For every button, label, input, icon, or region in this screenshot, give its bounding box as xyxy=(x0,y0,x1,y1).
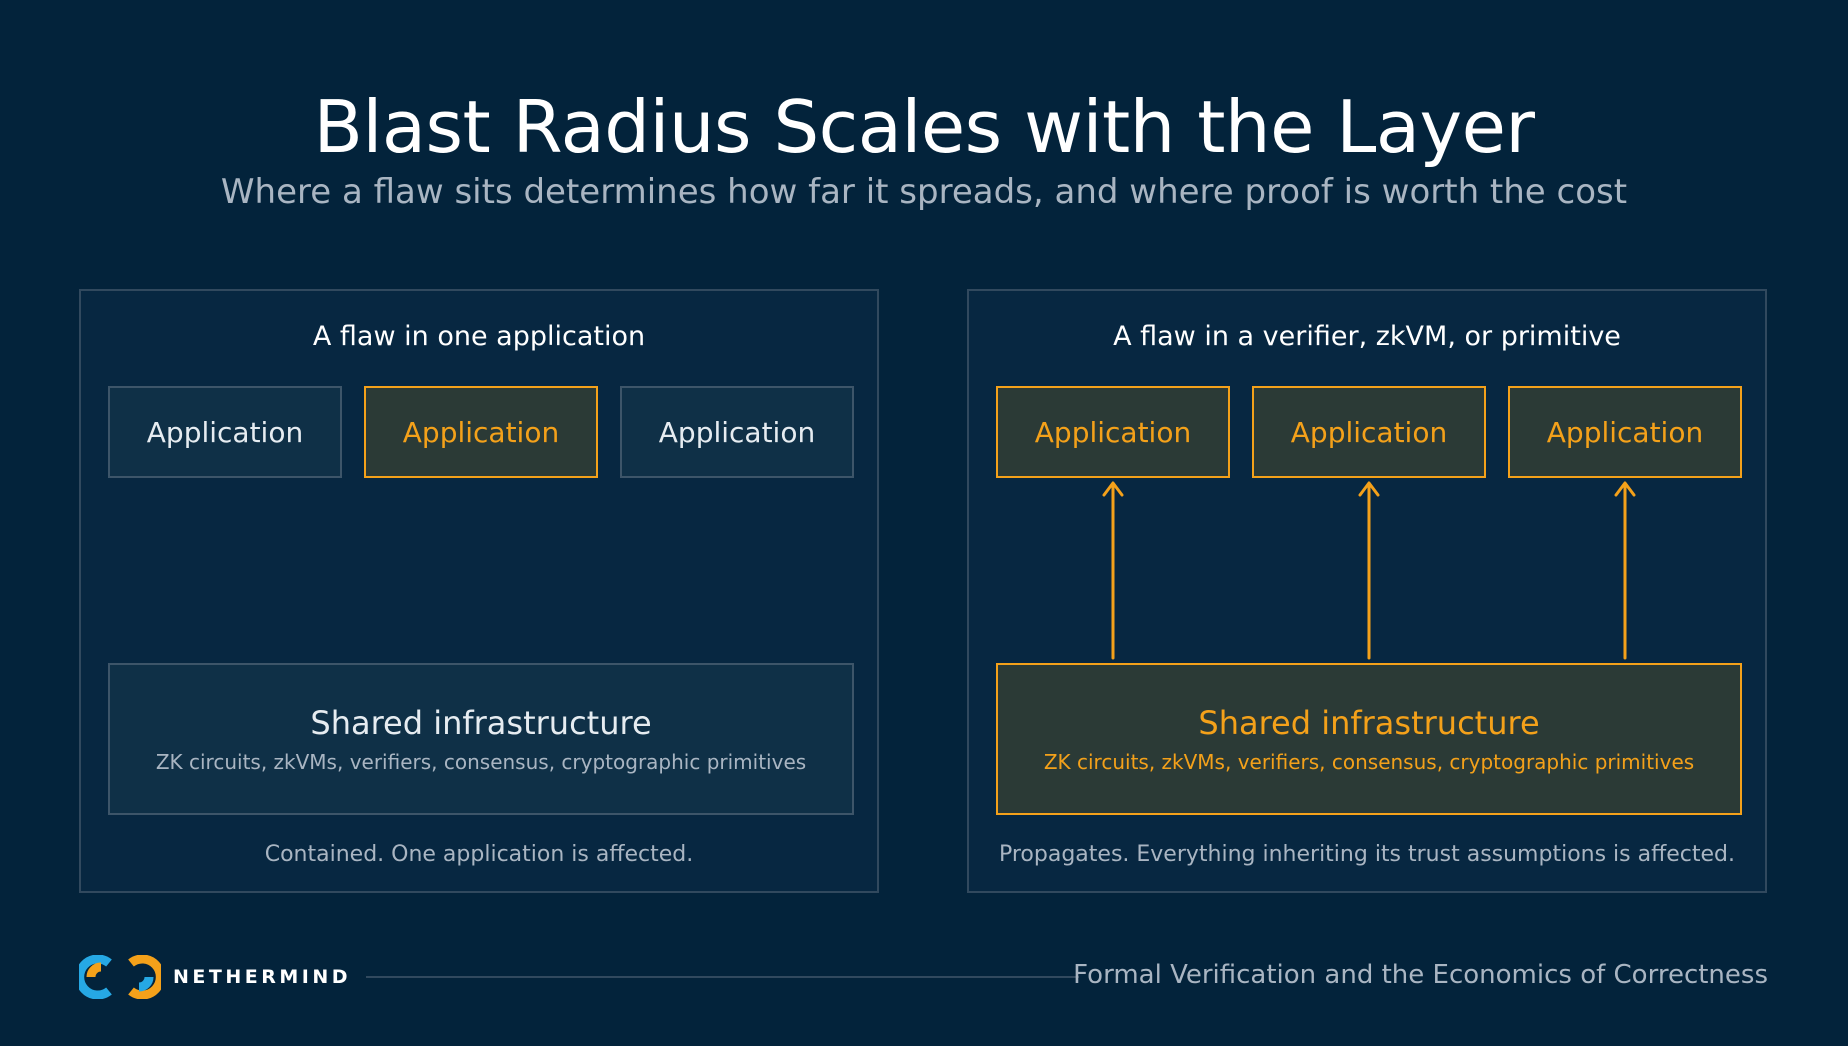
application-box: Application xyxy=(108,386,342,478)
panel-contained: A flaw in one application Application Ap… xyxy=(79,289,879,893)
application-box-affected: Application xyxy=(364,386,598,478)
panel-title: A flaw in a verifier, zkVM, or primitive xyxy=(1113,321,1621,352)
page-title: Blast Radius Scales with the Layer xyxy=(313,85,1536,169)
application-box-affected: Application xyxy=(996,386,1230,478)
panel-title: A flaw in one application xyxy=(312,321,646,352)
panel-caption: Contained. One application is affected. xyxy=(264,842,694,867)
presentation-title: Formal Verification and the Economics of… xyxy=(1073,960,1768,990)
up-arrow-icon xyxy=(1102,481,1124,660)
footer-divider xyxy=(366,976,1079,978)
shared-infrastructure-box-affected: Shared infrastructure ZK circuits, zkVMs… xyxy=(996,663,1742,815)
infra-title: Shared infrastructure xyxy=(1198,704,1540,742)
infra-subtitle: ZK circuits, zkVMs, verifiers, consensus… xyxy=(1043,750,1695,774)
up-arrow-icon xyxy=(1614,481,1636,660)
application-box-affected: Application xyxy=(1508,386,1742,478)
panel-caption: Propagates. Everything inheriting its tr… xyxy=(998,842,1736,867)
application-box-affected: Application xyxy=(1252,386,1486,478)
up-arrow-icon xyxy=(1358,481,1380,660)
application-box: Application xyxy=(620,386,854,478)
infra-title: Shared infrastructure xyxy=(310,704,652,742)
page-subtitle: Where a flaw sits determines how far it … xyxy=(220,172,1628,212)
shared-infrastructure-box: Shared infrastructure ZK circuits, zkVMs… xyxy=(108,663,854,815)
infra-subtitle: ZK circuits, zkVMs, verifiers, consensus… xyxy=(155,750,807,774)
panel-propagates: A flaw in a verifier, zkVM, or primitive… xyxy=(967,289,1767,893)
nethermind-logo-icon xyxy=(79,955,161,999)
brand-name: NETHERMIND xyxy=(173,966,352,988)
